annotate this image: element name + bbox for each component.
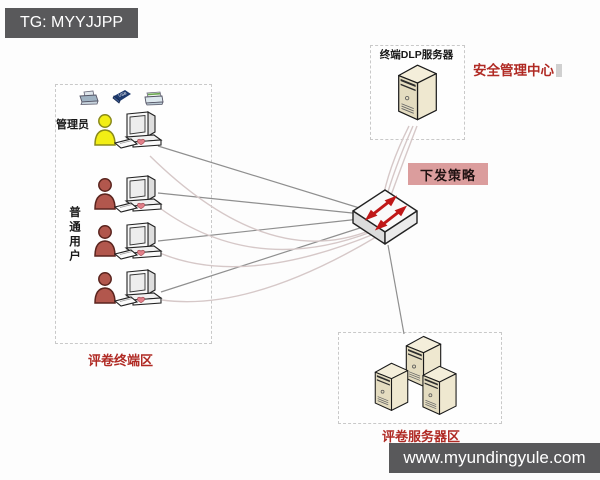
scanner-icon (143, 89, 165, 106)
watermark-top: TG: MYYJJPP (5, 8, 138, 38)
user-computer-icon (114, 221, 164, 263)
server-icon (418, 363, 461, 416)
dlp-server-icon (394, 61, 441, 122)
switch-icon (351, 188, 419, 248)
security-center-label: 安全管理中心 (473, 59, 562, 79)
cursor-artifact (556, 64, 562, 77)
watermark-bottom: www.myundingyule.com (389, 443, 600, 473)
policy-label: 下发策略 (408, 163, 488, 185)
usb-drive-icon (111, 88, 133, 105)
security-center-text: 安全管理中心 (473, 63, 554, 78)
user-computer-icon (114, 174, 164, 216)
printer-icon (78, 89, 100, 106)
server-icon (370, 360, 413, 412)
user-computer-icon (114, 268, 164, 310)
server-zone-label: 评卷服务器区 (382, 429, 461, 444)
admin-label: 管理员 (56, 119, 89, 131)
terminal-zone-label: 评卷终端区 (88, 353, 154, 368)
users-label: 普通用户 (68, 206, 80, 264)
admin-computer-icon (114, 110, 164, 152)
dlp-server-label: 终端DLP服务器 (379, 49, 454, 61)
